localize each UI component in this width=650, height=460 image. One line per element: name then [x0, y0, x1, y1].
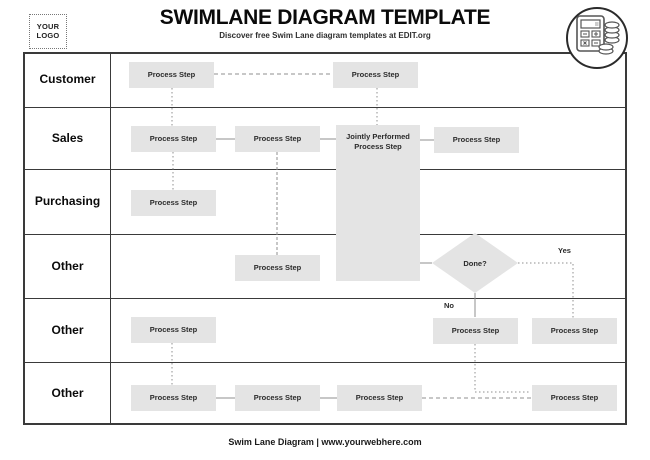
footer-text: Swim Lane Diagram | www.yourwebhere.com	[228, 437, 422, 447]
lane-separator	[25, 362, 625, 363]
decision-yes-label: Yes	[558, 246, 571, 255]
lane-label-other-1: Other	[51, 259, 84, 273]
page-title: SWIMLANE DIAGRAM TEMPLATE	[159, 6, 491, 29]
lane-label-sales: Sales	[51, 131, 84, 145]
process-step-box: Process Step	[235, 126, 320, 152]
process-step-box: Process Step	[337, 385, 422, 411]
process-step-box: Process Step	[131, 190, 216, 216]
jointly-performed-step-box: Jointly Performed Process Step	[336, 125, 420, 281]
lane-label-divider	[110, 54, 111, 423]
logo-placeholder: YOUR LOGO	[29, 14, 67, 49]
lane-separator	[25, 298, 625, 299]
process-step-box: Process Step	[131, 385, 216, 411]
lane-label-purchasing: Purchasing	[34, 194, 101, 208]
lane-separator	[25, 234, 625, 235]
process-step-box: Process Step	[235, 255, 320, 281]
lane-separator	[25, 169, 625, 170]
process-step-box: Process Step	[434, 127, 519, 153]
decision-no-label: No	[444, 301, 454, 310]
swimlane-table-frame	[23, 52, 627, 425]
lane-label-other-2: Other	[51, 323, 84, 337]
process-step-box: Process Step	[532, 385, 617, 411]
decision-label: Done?	[463, 258, 487, 268]
lane-separator	[25, 107, 625, 108]
lane-label-customer: Customer	[39, 72, 96, 86]
process-step-box: Process Step	[131, 126, 216, 152]
process-step-box: Process Step	[129, 62, 214, 88]
process-step-box: Process Step	[235, 385, 320, 411]
process-step-box: Process Step	[433, 318, 518, 344]
process-step-box: Process Step	[333, 62, 418, 88]
page-subtitle: Discover free Swim Lane diagram template…	[219, 31, 431, 40]
process-step-box: Process Step	[131, 317, 216, 343]
lane-label-other-3: Other	[51, 386, 84, 400]
process-step-box: Process Step	[532, 318, 617, 344]
